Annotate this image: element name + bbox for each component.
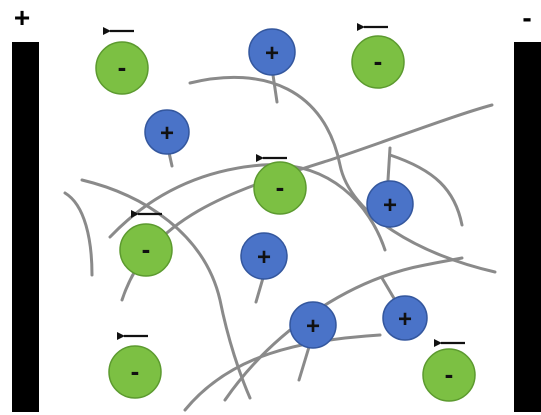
left-electrode-sign: + xyxy=(14,2,30,33)
cation-circle xyxy=(289,301,337,349)
anion-circle xyxy=(108,345,162,399)
polymer-chain xyxy=(188,75,497,274)
polymer-chain xyxy=(63,191,94,277)
tether xyxy=(297,345,311,382)
anion-circle xyxy=(119,223,173,277)
anion-sign: - xyxy=(118,52,127,82)
cation: + xyxy=(289,301,337,349)
anion-sign: - xyxy=(445,359,454,389)
left-electrode xyxy=(12,42,39,412)
cation: + xyxy=(240,232,288,280)
cation-sign: + xyxy=(383,192,397,219)
anion-sign: - xyxy=(131,356,140,386)
cation-circle xyxy=(144,109,190,155)
cation-sign: + xyxy=(265,40,279,67)
right-electrode xyxy=(514,42,541,412)
anion: - xyxy=(351,35,405,89)
anion-sign: - xyxy=(142,234,151,264)
anion-circle xyxy=(95,41,149,95)
cation-tethers xyxy=(166,73,397,382)
cation-circle xyxy=(240,232,288,280)
polymer-chain xyxy=(108,163,387,252)
polymer-chain xyxy=(80,178,252,400)
anion: - xyxy=(119,223,173,277)
anion: - xyxy=(422,348,476,402)
right-electrode-sign: - xyxy=(522,2,531,33)
polymer-chain xyxy=(388,153,464,227)
anion-sign: - xyxy=(374,46,383,76)
polymer-chain xyxy=(183,333,382,412)
cation-sign: + xyxy=(160,120,174,147)
cation-sign: + xyxy=(306,313,320,340)
cation: + xyxy=(248,28,296,76)
tether xyxy=(380,276,397,302)
cation: + xyxy=(366,180,414,228)
anion: - xyxy=(253,161,307,215)
cation-sign: + xyxy=(398,306,412,333)
anion-sign: - xyxy=(276,172,285,202)
anion: - xyxy=(95,41,149,95)
migration-arrows xyxy=(103,23,465,347)
tether xyxy=(254,276,265,304)
tether xyxy=(386,146,392,182)
cation: + xyxy=(382,295,428,341)
cation-circle xyxy=(382,295,428,341)
cation: + xyxy=(144,109,190,155)
cation-sign: + xyxy=(257,244,271,271)
cation-circle xyxy=(366,180,414,228)
anion-circle xyxy=(422,348,476,402)
anion-circle xyxy=(253,161,307,215)
cation-circle xyxy=(248,28,296,76)
ion-layer: - - - - - - xyxy=(95,28,476,402)
tether xyxy=(271,73,279,104)
anion: - xyxy=(108,345,162,399)
anion-circle xyxy=(351,35,405,89)
